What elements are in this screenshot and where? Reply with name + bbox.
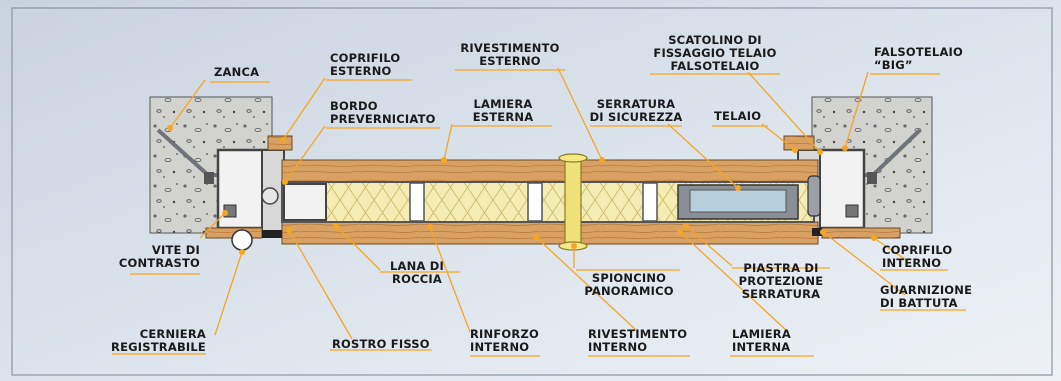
- fixed-edge-profile: [283, 183, 327, 221]
- stiffener-1: [409, 182, 425, 222]
- stiffener-2: [527, 182, 543, 222]
- inner-trim-right: [821, 227, 901, 239]
- right-anchor-bolt: [867, 172, 877, 184]
- lock-body: [689, 189, 787, 213]
- spy-hole-outer-cap: [558, 153, 588, 163]
- stop-seal: [812, 228, 822, 236]
- label-zanca: ZANCA: [214, 65, 260, 79]
- inner-cladding-panel: [281, 221, 819, 245]
- label-telaio: TELAIO: [714, 109, 762, 123]
- inner-seal-left: [262, 230, 282, 238]
- frame-border: [11, 7, 1053, 376]
- label-falsotelaio-big: FALSOTELAIO“BIG”: [874, 45, 964, 72]
- lock-bolt: [807, 175, 821, 217]
- adjustable-hinge: [231, 229, 253, 251]
- leader-arrowheads: [167, 125, 877, 255]
- outer-trim-right: [783, 135, 815, 151]
- leader-lines: [169, 67, 907, 340]
- edge-roller: [261, 187, 279, 205]
- outer-trim-left: [267, 135, 293, 151]
- right-screw: [845, 204, 859, 218]
- label-rostro-fisso: ROSTRO FISSO: [332, 337, 430, 351]
- outer-cladding-panel: [281, 159, 819, 183]
- stiffener-3: [642, 182, 658, 222]
- left-anchor-bolt: [204, 172, 214, 184]
- spy-hole-tube: [564, 157, 582, 247]
- label-underlines: [112, 69, 966, 357]
